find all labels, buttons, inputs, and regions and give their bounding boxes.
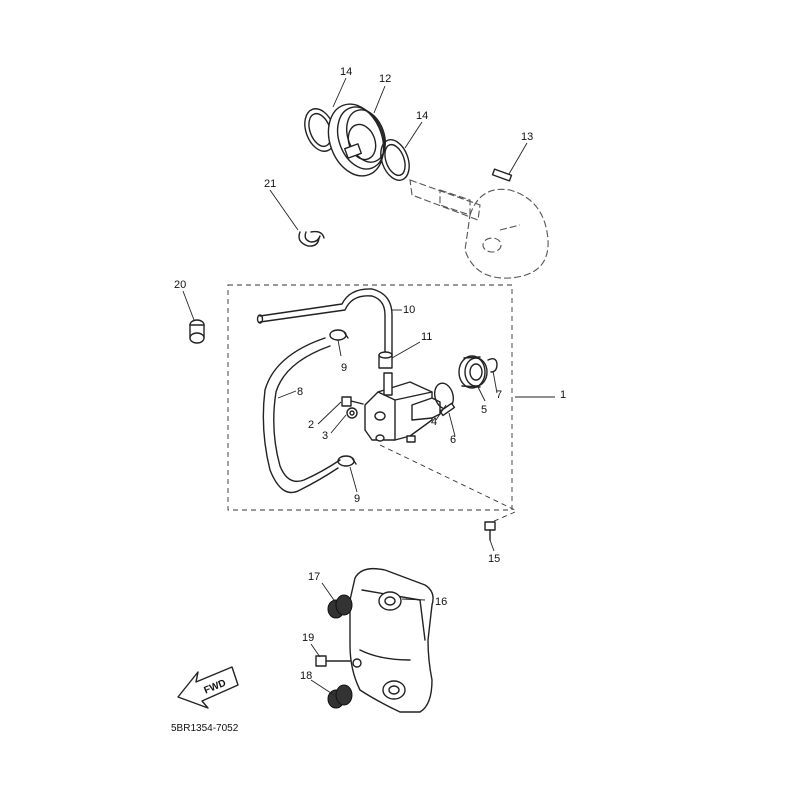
callout-8: 8 bbox=[297, 386, 303, 398]
bolt-2-part bbox=[341, 396, 364, 407]
sleeve-11-part bbox=[378, 351, 393, 369]
assembly-boundary bbox=[227, 284, 513, 511]
clip-9-upper-part bbox=[329, 329, 349, 341]
crankshaft-ghost-part bbox=[409, 179, 549, 279]
callout-18: 18 bbox=[300, 670, 312, 682]
callout-labels: 14 12 14 13 21 20 10 11 9 8 2 3 4 6 5 7 … bbox=[174, 66, 566, 682]
hose-10-part bbox=[256, 288, 393, 356]
callout-13: 13 bbox=[521, 131, 533, 143]
grommet-17-part bbox=[327, 594, 353, 619]
callout-9-lower: 9 bbox=[354, 493, 360, 505]
callout-15: 15 bbox=[488, 553, 500, 565]
callout-14-upper: 14 bbox=[340, 66, 352, 78]
callout-9-upper: 9 bbox=[341, 362, 347, 374]
callout-12: 12 bbox=[379, 73, 391, 85]
oil-pump-body-part bbox=[364, 372, 441, 443]
callout-11: 11 bbox=[421, 331, 432, 343]
pulley-part bbox=[327, 103, 386, 177]
circlip-right-part bbox=[380, 139, 410, 181]
cover-16-part bbox=[349, 567, 434, 713]
diagram-code: 5BR1354-7052 bbox=[171, 723, 239, 734]
callout-16: 16 bbox=[435, 596, 447, 608]
callout-21: 21 bbox=[264, 178, 276, 190]
callout-14-lower: 14 bbox=[416, 110, 428, 122]
pin-6-part bbox=[439, 402, 456, 417]
axis-line-bolt bbox=[491, 511, 516, 523]
callout-2: 2 bbox=[308, 419, 314, 431]
callout-1: 1 bbox=[560, 389, 566, 401]
callout-10: 10 bbox=[403, 304, 415, 316]
gear-5-part bbox=[458, 355, 488, 389]
callout-7: 7 bbox=[496, 389, 502, 401]
clip-9-lower-part bbox=[337, 455, 357, 467]
callout-19: 19 bbox=[302, 632, 314, 644]
fwd-arrow-icon bbox=[177, 666, 239, 709]
sleeve-20-part bbox=[189, 319, 205, 344]
grommet-18-part bbox=[327, 684, 353, 709]
hose-8-part bbox=[262, 337, 341, 494]
callout-6: 6 bbox=[450, 434, 456, 446]
axis-line-pump bbox=[379, 444, 516, 511]
circlip-7-part bbox=[487, 357, 498, 373]
callout-20: 20 bbox=[174, 279, 186, 291]
callout-5: 5 bbox=[481, 404, 487, 416]
dowel-pin-13-part bbox=[491, 168, 513, 182]
clip-21-part bbox=[298, 230, 325, 247]
callout-3: 3 bbox=[322, 430, 328, 442]
callout-4: 4 bbox=[431, 416, 437, 428]
leader-lines bbox=[182, 77, 555, 696]
bolt-15-part bbox=[484, 521, 496, 541]
washer-3-part bbox=[346, 407, 358, 419]
callout-17: 17 bbox=[308, 571, 320, 583]
screw-19-part bbox=[315, 655, 351, 667]
